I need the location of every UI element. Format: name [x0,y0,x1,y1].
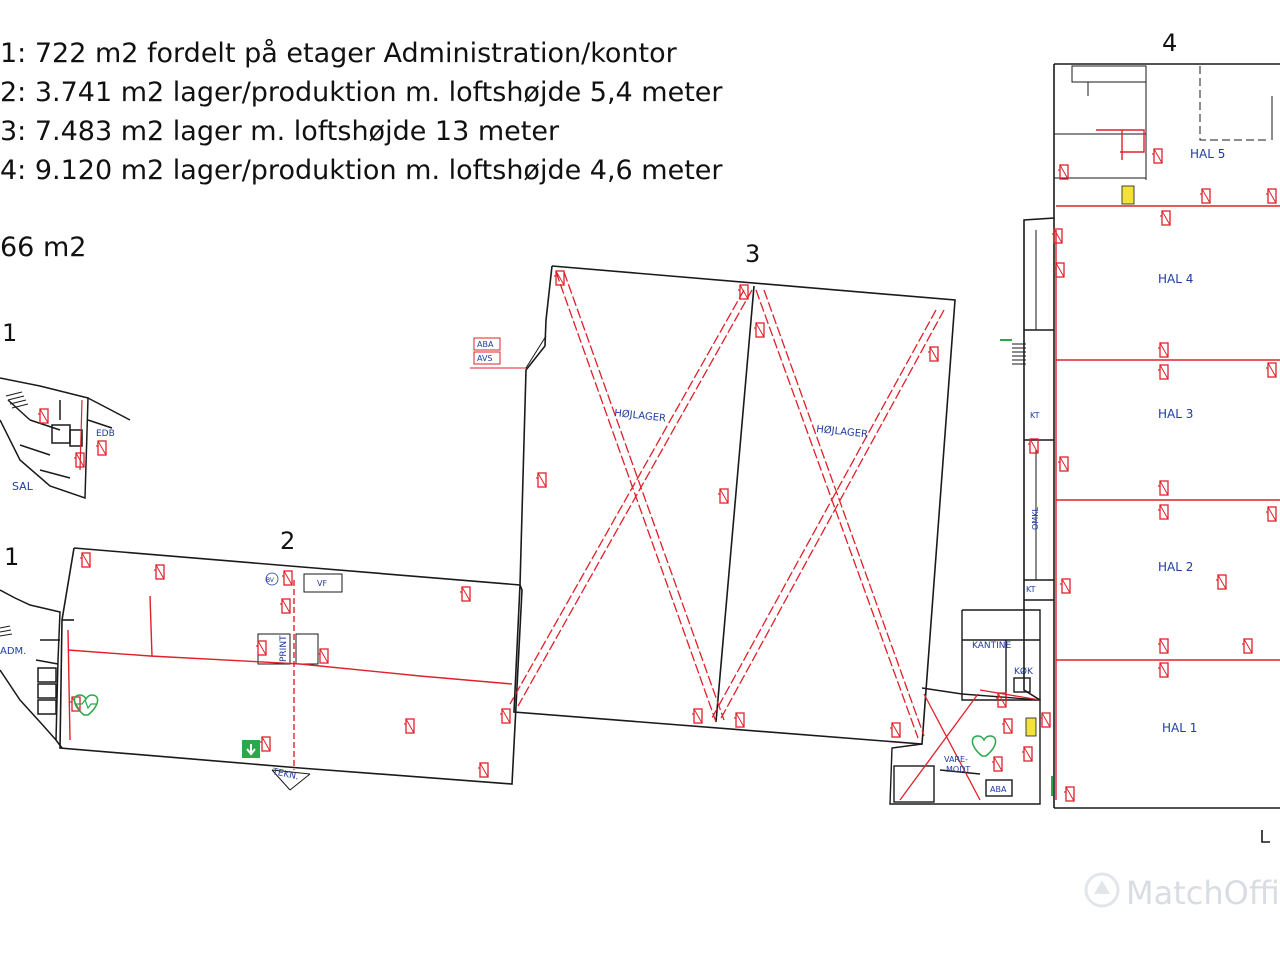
room-label-kantine: KANTINE [972,641,1012,651]
area-2-small-rooms [257,573,343,791]
legend-line-area-1: 1: 722 m2 fordelt på etager Administrati… [0,38,677,69]
legend-total-area: 66 m2 [0,232,87,263]
area-1-lower-stairs-icon [0,625,13,637]
room-label-hal-1: HAL 1 [1162,721,1197,735]
bv-marker-icon [265,572,279,586]
area-1-upper-stairs-icon [5,391,29,409]
legend-line-area-3: 3: 7.483 m2 lager m. loftshøjde 13 meter [0,116,560,147]
room-label-hojlager-right: HØJLAGER [816,423,869,440]
room-label-kt-upper: KT [1030,411,1040,420]
legend-line-area-2: 2: 3.741 m2 lager/produktion m. loftshøj… [0,77,723,108]
area-4-fire-extinguisher-icons [1021,148,1277,802]
area-3-hojlager-cross-lines [509,271,945,739]
emergency-exit-icon [242,740,260,758]
area-1-lower-outline [0,589,61,742]
room-label-aba-bottom: ABA [990,785,1007,794]
area-2-fire-section-lines [67,580,513,770]
area-1-upper-fire-lines [37,399,107,471]
room-label-sal: SAL [12,480,34,493]
area-4-hal-divider-lines [1055,129,1280,800]
area-3-fire-extinguisher-icons [535,270,939,738]
room-label-hal-3: HAL 3 [1158,407,1193,421]
defibrillator-icon [73,694,99,716]
area-number-4: 4 [1162,29,1178,57]
warning-markers [1025,185,1135,737]
room-label-bv: BV [266,577,275,584]
area-number-1-upper: 1 [2,319,18,347]
area-2-outline [55,547,523,785]
room-label-hojlager-left: HØJLAGER [614,407,667,424]
area-4-stairs-icon [1000,339,1026,365]
room-label-adm: ADM. [0,646,26,657]
area-number-3: 3 [745,240,761,268]
watermark-logo-icon [1084,872,1120,908]
area-4-outline [1023,63,1280,843]
hal-5-rooms [1035,65,1273,580]
room-label-vf: VF [317,579,327,588]
room-label-print: PRINT [279,635,289,662]
kantine-fire-lines [899,689,1041,801]
room-label-varemodt-1: VARE- [944,755,968,764]
room-label-hal-2: HAL 2 [1158,560,1193,574]
area-number-1-lower: 1 [4,543,20,571]
room-label-kt-lower: KT [1026,585,1036,594]
legend-line-area-4: 4: 9.120 m2 lager/produktion m. loftshøj… [0,155,723,186]
aba-avs-panel [470,335,547,369]
room-label-hal-4: HAL 4 [1158,272,1193,286]
area-2-fire-extinguisher-icons [69,552,511,778]
room-label-edb: EDB [96,429,115,439]
room-label-tekn: TEKN. [270,767,299,783]
room-label-hal-5: HAL 5 [1190,147,1225,161]
room-label-avs: AVS [477,354,493,363]
room-label-omkl: OMKL [1031,507,1040,530]
room-label-aba-top: ABA [477,340,494,349]
area-3-outline [513,265,956,745]
room-label-varemodt-2: MODT [946,765,970,774]
area-number-2: 2 [280,527,296,555]
kantine-block-outline [889,609,1041,805]
defibrillator-icon-kantine [971,735,997,757]
watermark-text: MatchOffice [1126,874,1280,912]
